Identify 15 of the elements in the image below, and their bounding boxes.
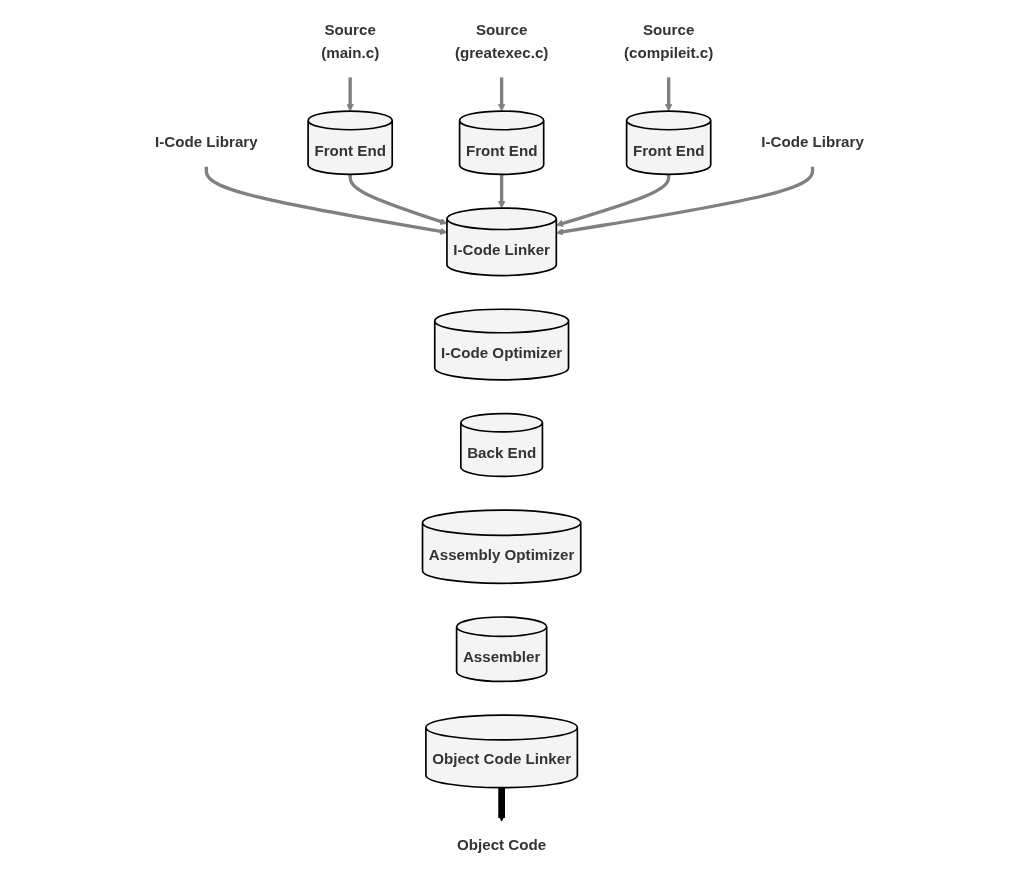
node-text: I-Code Library bbox=[154, 133, 258, 151]
arrow bbox=[664, 77, 672, 112]
node-text: Source (compileit.c) bbox=[623, 21, 713, 62]
node-text: I-Code Library bbox=[760, 133, 864, 151]
arrow bbox=[497, 787, 505, 822]
node-text: Source (main.c) bbox=[320, 21, 379, 62]
arrow bbox=[348, 174, 447, 225]
node-text: Object Code bbox=[456, 836, 546, 854]
arrow bbox=[346, 77, 354, 112]
arrow bbox=[497, 77, 505, 112]
arrow bbox=[555, 166, 814, 236]
arrow bbox=[497, 174, 505, 209]
arrow bbox=[204, 166, 447, 235]
node-text: Source (greatexec.c) bbox=[454, 21, 548, 62]
arrow bbox=[555, 174, 670, 227]
